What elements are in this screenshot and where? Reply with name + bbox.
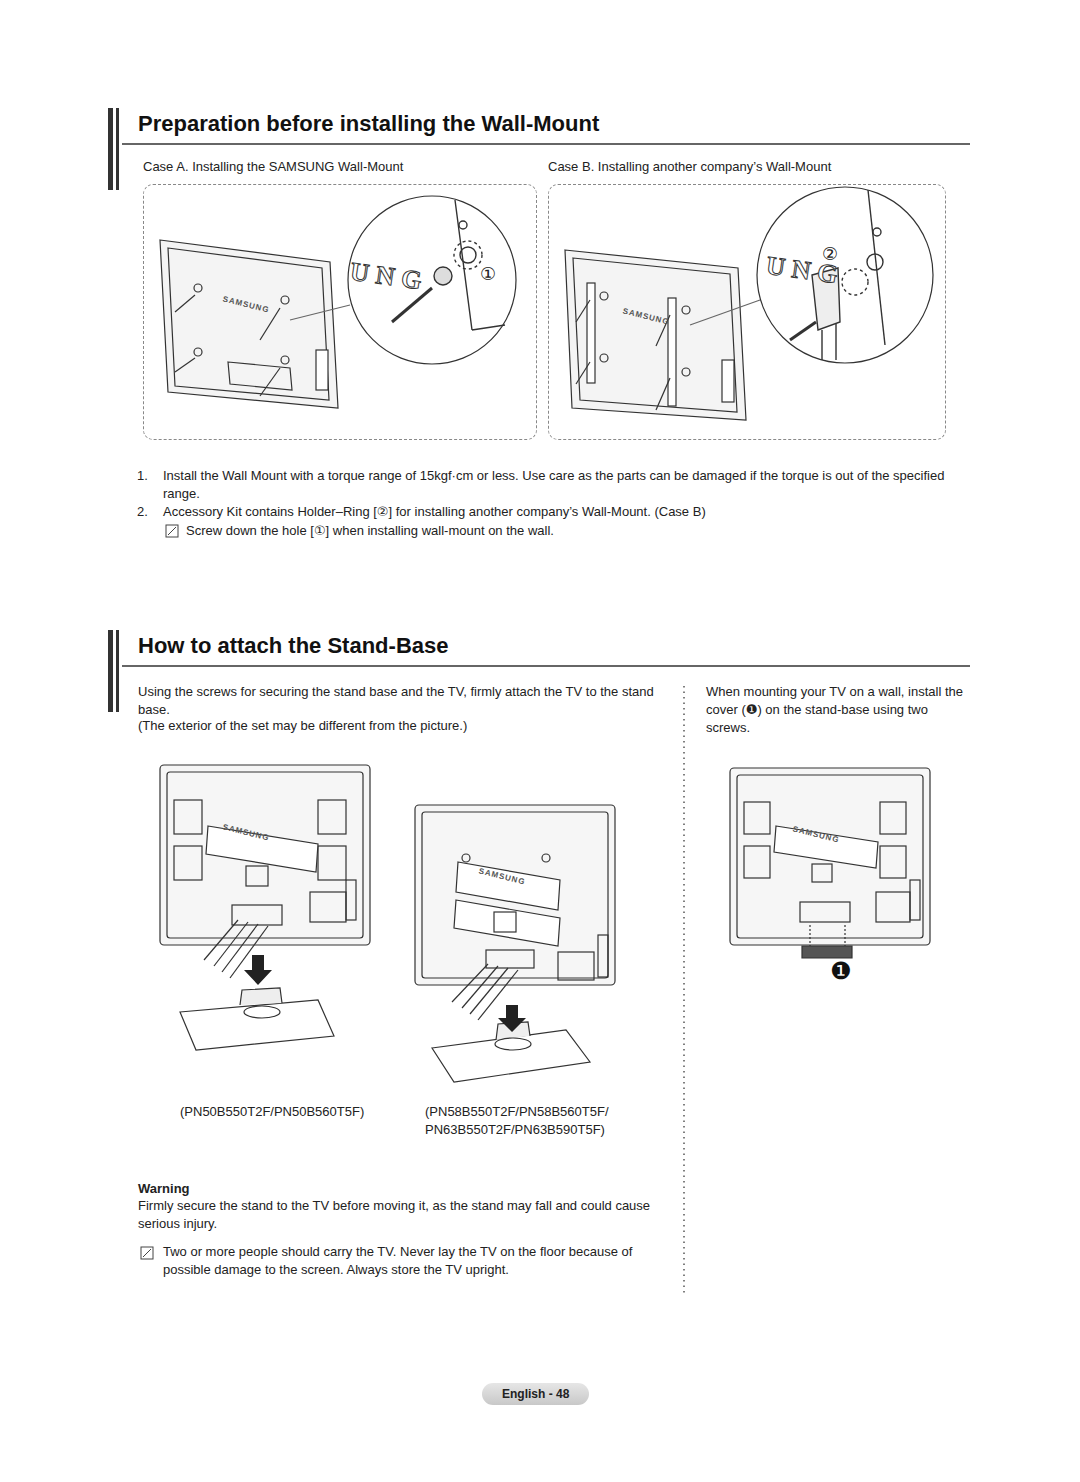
callout-number: ❶	[830, 958, 852, 984]
body-text: When mounting your TV on a wall, install…	[706, 683, 974, 737]
callout-number: ①	[480, 264, 496, 284]
body-text: Two or more people should carry the TV. …	[163, 1243, 668, 1279]
body-text: Accessory Kit contains Holder–Ring [②] f…	[163, 503, 973, 521]
section-heading: How to attach the Stand-Base	[138, 632, 448, 660]
body-text: Screw down the hole [①] when installing …	[186, 522, 966, 540]
callout-number: ②	[822, 244, 838, 264]
dashed-frame	[548, 184, 946, 440]
case-panel: Case B. Installing another company’s Wal…	[548, 158, 946, 440]
body-text: 1.	[137, 467, 148, 485]
body-text: (The exterior of the set may be differen…	[138, 717, 658, 735]
body-text: Firmly secure the stand to the TV before…	[138, 1197, 658, 1233]
section-heading: Preparation before installing the Wall-M…	[138, 110, 599, 138]
case-heading: Case B. Installing another company’s Wal…	[548, 158, 946, 176]
body-text: Install the Wall Mount with a torque ran…	[163, 467, 973, 503]
case-panel: Case A. Installing the SAMSUNG Wall-Moun…	[143, 158, 537, 440]
warning-heading: Warning	[138, 1180, 190, 1198]
body-text: Using the screws for securing the stand …	[138, 683, 658, 719]
case-heading: Case A. Installing the SAMSUNG Wall-Moun…	[143, 158, 537, 176]
body-text: (PN58B550T2F/PN58B560T5F/ PN63B550T2F/PN…	[425, 1103, 670, 1139]
page-number: English - 48	[482, 1383, 589, 1405]
body-text: (PN50B550T2F/PN50B560T5F)	[180, 1103, 410, 1121]
dashed-frame	[143, 184, 537, 440]
body-text: 2.	[137, 503, 148, 521]
